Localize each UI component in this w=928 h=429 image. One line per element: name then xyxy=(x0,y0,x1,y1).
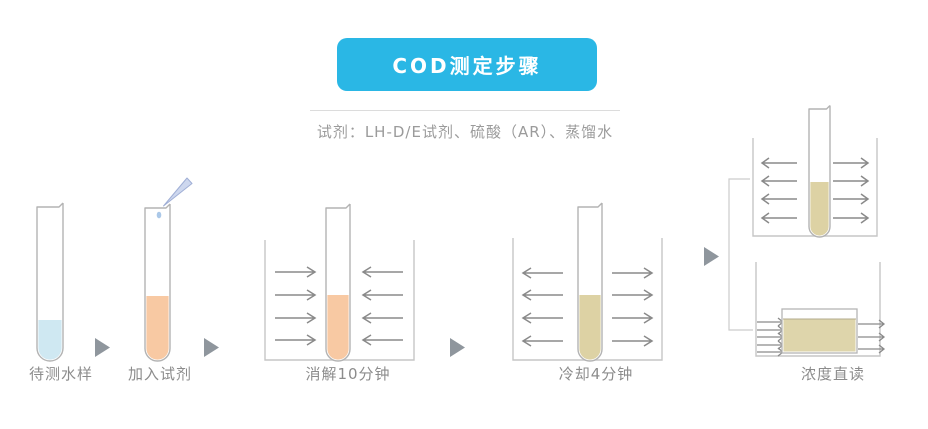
step-cool xyxy=(512,202,663,362)
heat-out-arrows-right xyxy=(611,267,653,347)
step-label-add-reagent: 加入试剂 xyxy=(127,365,193,383)
heat-in-arrows-right xyxy=(362,266,404,346)
heat-in-arrows-left xyxy=(274,266,316,346)
light-in-arrows xyxy=(756,317,784,357)
step-read-tube-view xyxy=(752,105,878,238)
tube-outline xyxy=(577,202,603,362)
read-liquid xyxy=(810,182,829,236)
tube-outline xyxy=(808,105,831,238)
heat-out-arrows-left xyxy=(522,267,564,347)
title-badge-label: COD测定步骤 xyxy=(392,54,542,78)
step-label-digest: 消解10分钟 xyxy=(305,365,391,383)
tube-outline xyxy=(144,203,171,362)
drop-icon xyxy=(156,211,162,219)
read-arrows-right xyxy=(832,157,869,224)
read-arrows-left xyxy=(761,157,798,224)
step-label-sample: 待测水样 xyxy=(28,365,94,383)
step-label-read: 浓度直读 xyxy=(800,365,866,383)
flow-arrow-icon xyxy=(450,338,465,357)
title-badge: COD测定步骤 xyxy=(337,38,597,91)
sample-liquid xyxy=(38,320,62,360)
digest-liquid xyxy=(327,295,349,360)
step-add-reagent xyxy=(144,177,193,362)
step-digest xyxy=(264,203,415,362)
cooled-liquid xyxy=(579,295,601,360)
reagents-note: 试剂：LH-D/E试剂、硫酸（AR）、蒸馏水 xyxy=(316,123,614,141)
step-read-cuvette-view xyxy=(755,262,885,357)
flow-arrow-icon xyxy=(204,338,219,357)
pipette-icon xyxy=(163,177,193,207)
divider-line xyxy=(310,110,620,111)
reader-container xyxy=(755,262,881,357)
tube-outline xyxy=(325,203,351,362)
cuvette-liquid xyxy=(783,319,856,352)
flow-arrow-icon xyxy=(704,247,719,266)
connector-bracket xyxy=(728,178,753,331)
step-sample xyxy=(36,202,64,362)
step-label-cool: 冷却4分钟 xyxy=(558,365,634,383)
reagent-liquid xyxy=(146,296,169,360)
tube-outline xyxy=(36,202,64,362)
flow-arrow-icon xyxy=(95,338,110,357)
